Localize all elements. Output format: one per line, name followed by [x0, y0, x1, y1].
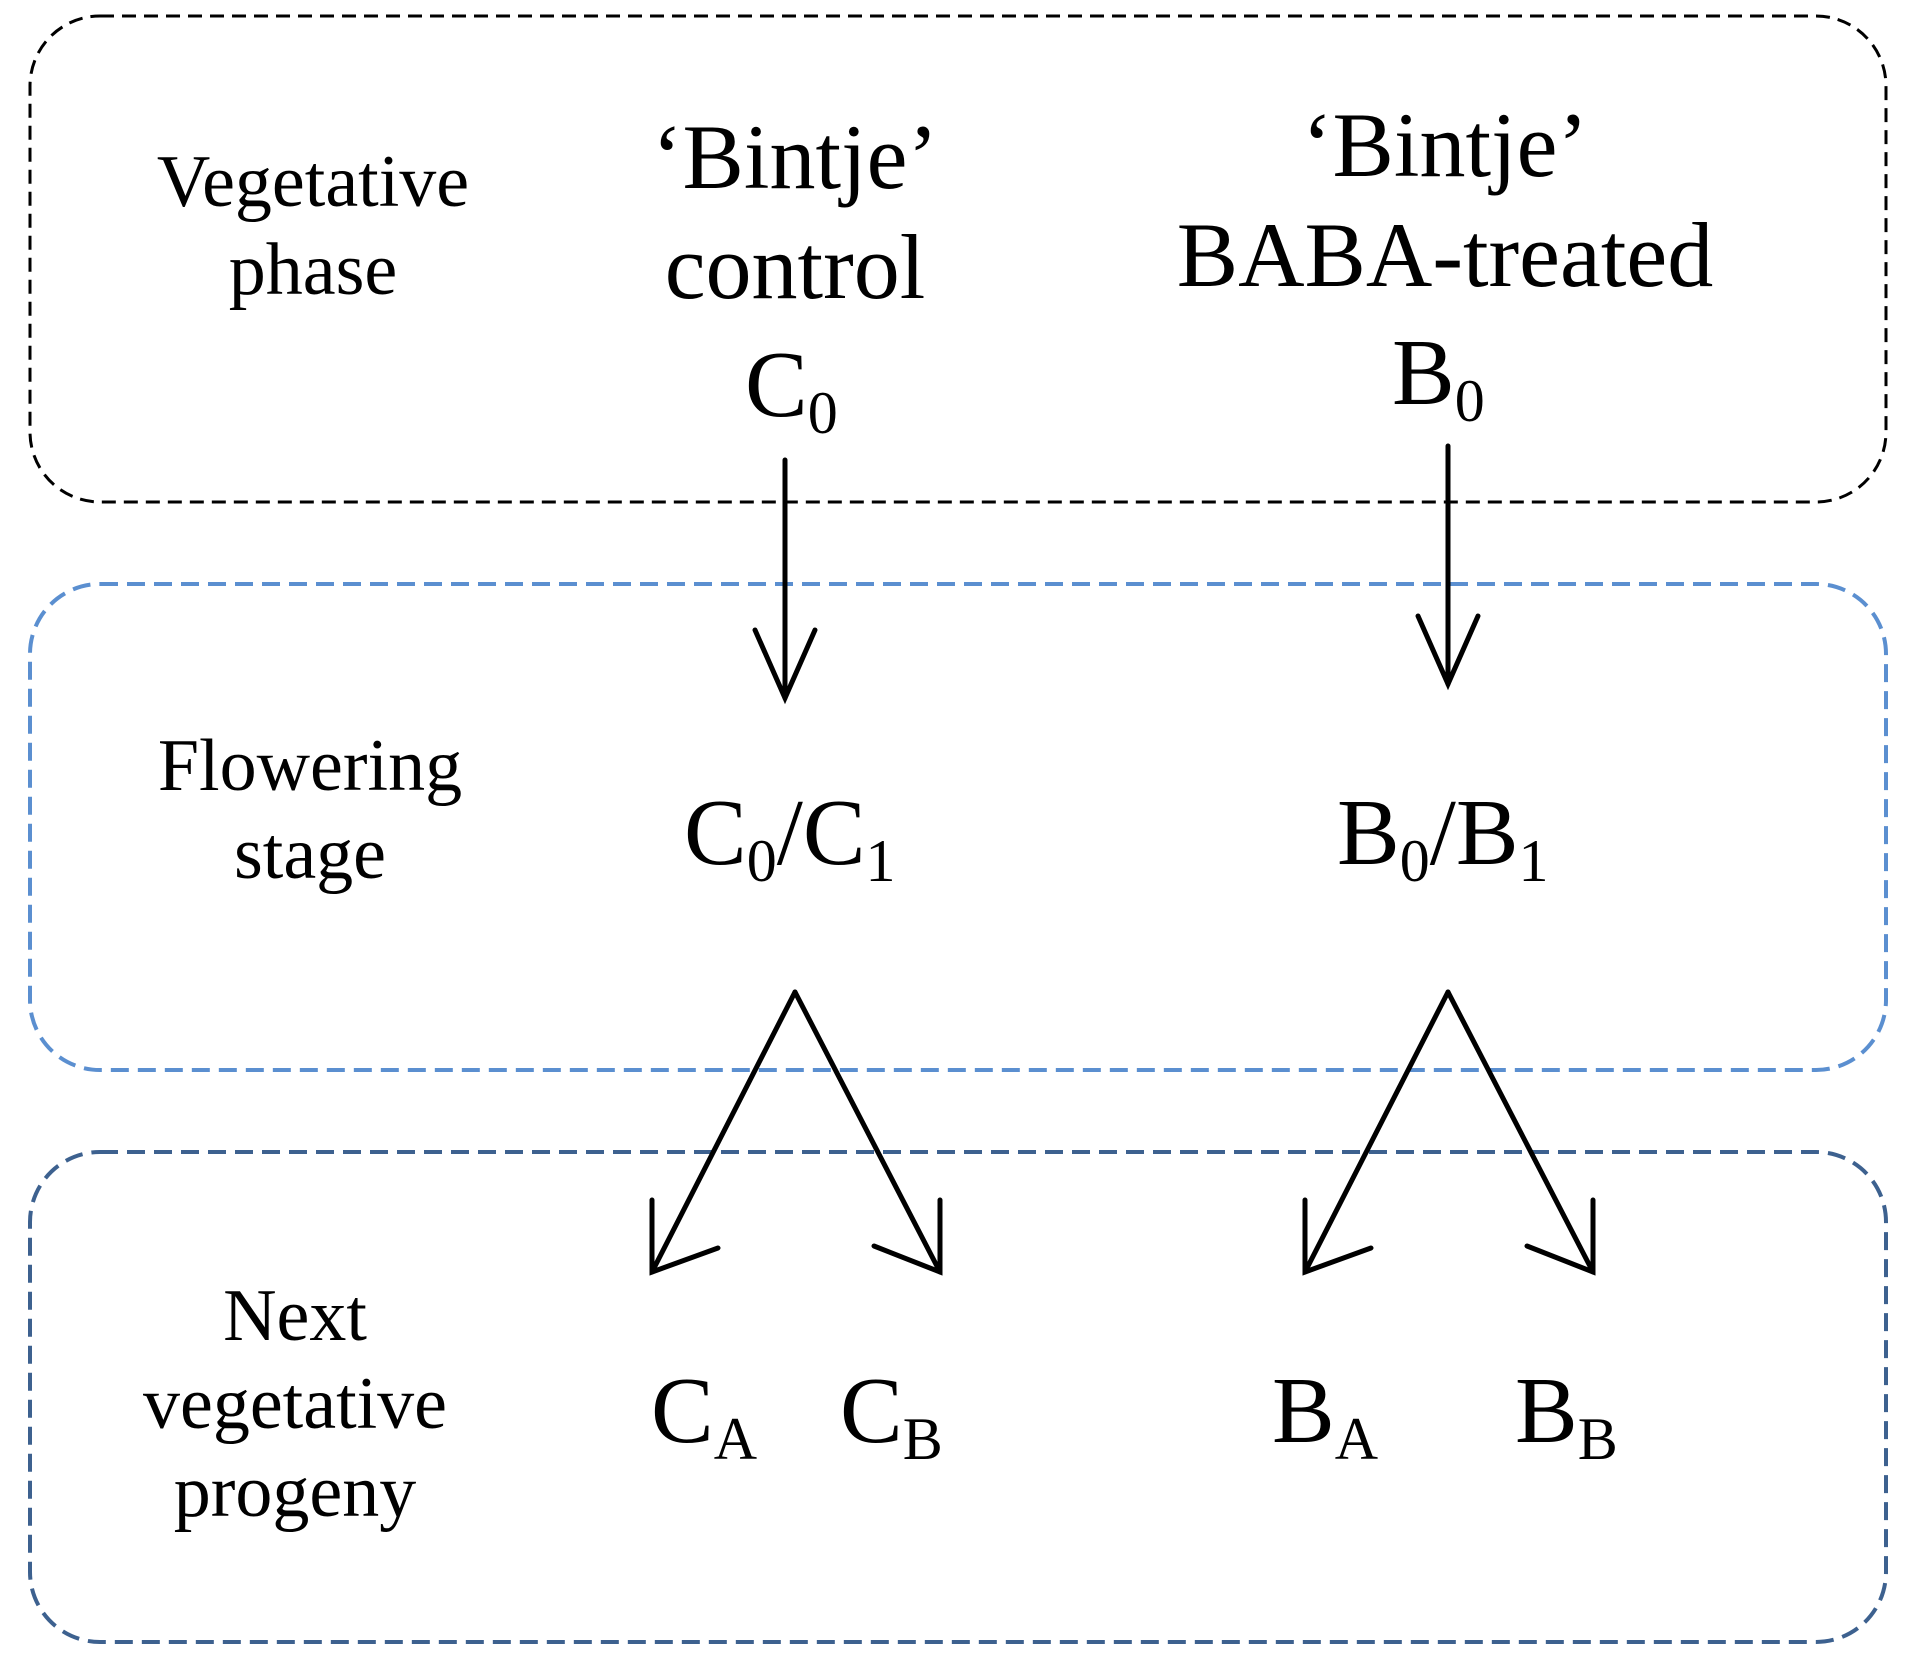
control-progeny-b-base: C	[840, 1359, 903, 1463]
vegetative-phase-label: Vegetative phase	[103, 138, 523, 314]
flowering-stage-label-line1: Flowering	[157, 725, 463, 807]
progeny-box	[28, 1150, 1888, 1644]
treated-cultivar: ‘Bintje’	[1301, 94, 1589, 196]
treated-progeny-a: BA	[1272, 1364, 1378, 1469]
treated-flowering-a-base: B	[1337, 781, 1400, 885]
flowering-stage-label: Flowering stage	[100, 722, 520, 898]
treated-symbol-sub: 0	[1454, 367, 1485, 434]
control-cultivar: ‘Bintje’	[651, 106, 939, 208]
control-header: ‘Bintje’ control	[585, 102, 1005, 322]
treated-flowering-b-sub: 1	[1518, 827, 1549, 894]
control-flowering-a-sub: 0	[746, 827, 777, 894]
control-flowering-separator: /	[776, 781, 803, 885]
treated-progeny-a-sub: A	[1334, 1405, 1379, 1472]
progeny-label: Next vegetative progeny	[85, 1272, 505, 1536]
control-progeny-a-sub: A	[713, 1405, 758, 1472]
treated-flowering-b-base: B	[1455, 781, 1519, 885]
control-progeny-b: CB	[840, 1364, 943, 1469]
vegetative-phase-label-line1: Vegetative	[156, 141, 470, 223]
treated-treatment: BABA-treated	[1176, 204, 1714, 306]
flowering-stage-box	[28, 582, 1888, 1072]
control-progeny-a-base: C	[651, 1359, 714, 1463]
treated-flowering-separator: /	[1429, 781, 1456, 885]
treated-progeny-b-base: B	[1515, 1359, 1578, 1463]
progeny-label-line1: Next	[223, 1275, 367, 1357]
treated-progeny-b-sub: B	[1577, 1405, 1618, 1472]
vegetative-phase-label-line2: phase	[228, 229, 398, 311]
arrow-treated-to-flowering	[1415, 443, 1481, 691]
arrow-control-to-progeny-a	[649, 989, 798, 1276]
vegetative-phase-box	[28, 14, 1888, 504]
control-flowering-b-sub: 1	[865, 827, 896, 894]
control-flowering-a-base: C	[684, 781, 747, 885]
treated-symbol-base: B	[1392, 321, 1455, 425]
control-flowering-b-base: C	[802, 781, 866, 885]
progeny-label-line2: vegetative	[142, 1363, 448, 1445]
control-symbol-sub: 0	[807, 379, 838, 446]
progeny-label-line3: progeny	[173, 1451, 417, 1533]
treated-symbol-b0: B0	[1392, 326, 1485, 431]
arrow-control-to-flowering	[752, 457, 818, 705]
control-treatment: control	[664, 216, 926, 318]
control-flowering-symbol: C0/C1	[684, 786, 896, 891]
arrow-treated-to-progeny-a	[1302, 989, 1451, 1276]
treated-progeny-a-base: B	[1272, 1359, 1335, 1463]
arrow-control-to-progeny-b	[792, 989, 943, 1276]
arrow-treated-to-progeny-b	[1445, 989, 1596, 1276]
control-progeny-b-sub: B	[902, 1405, 943, 1472]
flowering-stage-label-line2: stage	[233, 813, 387, 895]
treated-flowering-symbol: B0/B1	[1337, 786, 1549, 891]
treated-flowering-a-sub: 0	[1399, 827, 1430, 894]
control-symbol-base: C	[745, 333, 808, 437]
control-progeny-a: CA	[651, 1364, 757, 1469]
treated-header: ‘Bintje’ BABA-treated	[1100, 90, 1790, 310]
treated-progeny-b: BB	[1515, 1364, 1618, 1469]
control-symbol-c0: C0	[745, 338, 838, 443]
